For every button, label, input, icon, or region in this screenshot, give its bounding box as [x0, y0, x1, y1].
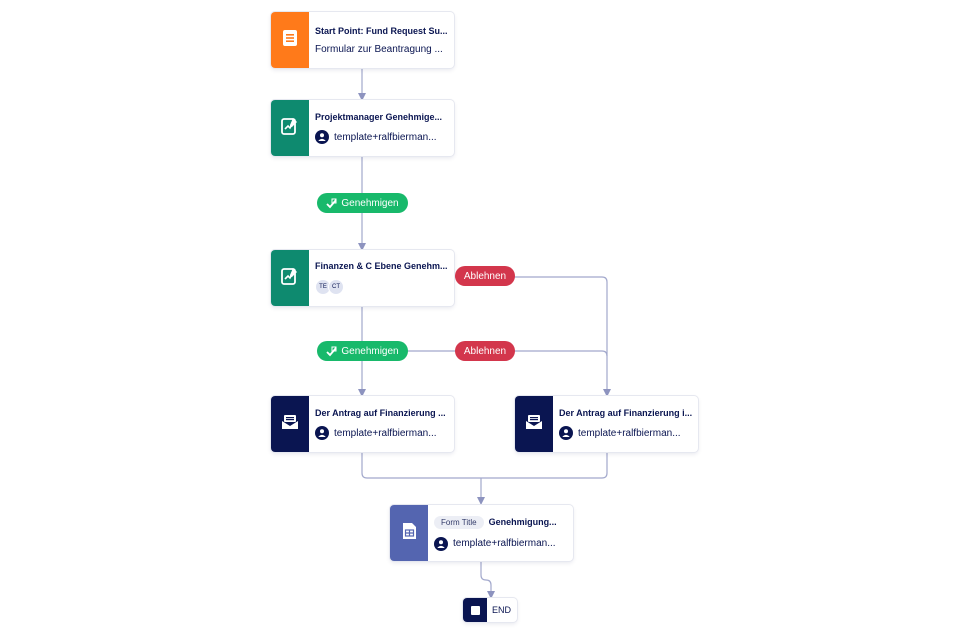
reject-pill-2[interactable]: Ablehnen	[455, 341, 515, 361]
pm-approval-icon-panel	[271, 100, 309, 156]
form-table-icon	[401, 522, 417, 545]
start-node-subtitle: Formular zur Beantragung ...	[315, 43, 443, 55]
form-node[interactable]: Form Title Genehmigung... template+ralfbi…	[390, 505, 573, 561]
user-avatar-icon	[434, 536, 448, 551]
user-avatar-icon	[315, 130, 329, 144]
email-icon	[281, 414, 299, 435]
user-avatar-icon	[559, 426, 573, 440]
start-node[interactable]: Start Point: Fund Request Su... Formular…	[271, 12, 454, 68]
approve-icon	[326, 346, 338, 357]
approve-pill-2[interactable]: Genehmigen	[317, 341, 408, 361]
stop-icon	[463, 598, 487, 622]
approval-signature-icon	[281, 117, 299, 140]
email-rejected-title: Der Antrag auf Finanzierung i...	[559, 408, 692, 418]
email-rejected-assignee: template+ralfbierman...	[559, 426, 692, 440]
finance-approval-assignees: TE CT	[315, 279, 448, 295]
assignee-chip: TE	[315, 279, 331, 295]
form-node-assignee: template+ralfbierman...	[434, 536, 567, 551]
email-rejected-node[interactable]: Der Antrag auf Finanzierung i... templat…	[515, 396, 698, 452]
connector-form-to-end	[480, 562, 495, 599]
approve-pill-label: Genehmigen	[341, 197, 399, 209]
assignee-email: template+ralfbierman...	[334, 131, 437, 143]
email-approved-assignee: template+ralfbierman...	[315, 426, 448, 440]
assignee-email: template+ralfbierman...	[578, 427, 681, 439]
connector-finance-reject	[455, 276, 611, 397]
document-icon	[282, 29, 298, 52]
form-title-chip: Form Title	[434, 515, 484, 529]
form-node-title: Genehmigung...	[488, 516, 557, 527]
approve-pill-label: Genehmigen	[341, 345, 399, 357]
email-approved-title: Der Antrag auf Finanzierung ...	[315, 408, 446, 418]
connector-merge	[361, 453, 608, 479]
pm-approval-node[interactable]: Projektmanager Genehmige... template+ral…	[271, 100, 454, 156]
approve-pill-1[interactable]: Genehmigen	[317, 193, 408, 213]
finance-approval-title: Finanzen & C Ebene Genehm...	[315, 261, 448, 271]
assignee-email: template+ralfbierman...	[453, 538, 556, 549]
end-node[interactable]: END	[463, 598, 517, 622]
reject-pill-label: Ablehnen	[463, 270, 507, 282]
finance-approval-icon-panel	[271, 250, 309, 306]
email-rejected-icon-panel	[515, 396, 553, 452]
reject-pill-label: Ablehnen	[463, 345, 507, 357]
assignee-chip: CT	[328, 279, 344, 295]
email-icon	[525, 414, 543, 435]
email-approved-node[interactable]: Der Antrag auf Finanzierung ... template…	[271, 396, 454, 452]
user-avatar-icon	[315, 426, 329, 440]
start-node-icon-panel	[271, 12, 309, 68]
approve-icon	[326, 198, 338, 209]
assignee-email: template+ralfbierman...	[334, 427, 437, 439]
pm-approval-title: Projektmanager Genehmige...	[315, 112, 443, 122]
form-node-title-row: Form Title Genehmigung...	[434, 515, 567, 529]
finance-approval-node[interactable]: Finanzen & C Ebene Genehm... TE CT	[271, 250, 454, 306]
connector-approve-branch	[362, 350, 608, 357]
end-label: END	[492, 605, 512, 615]
reject-pill-1[interactable]: Ablehnen	[455, 266, 515, 286]
pm-approval-assignee: template+ralfbierman...	[315, 130, 448, 144]
approval-signature-icon	[281, 267, 299, 290]
email-approved-icon-panel	[271, 396, 309, 452]
start-node-title: Start Point: Fund Request Su...	[315, 25, 448, 36]
form-node-icon-panel	[390, 505, 428, 561]
